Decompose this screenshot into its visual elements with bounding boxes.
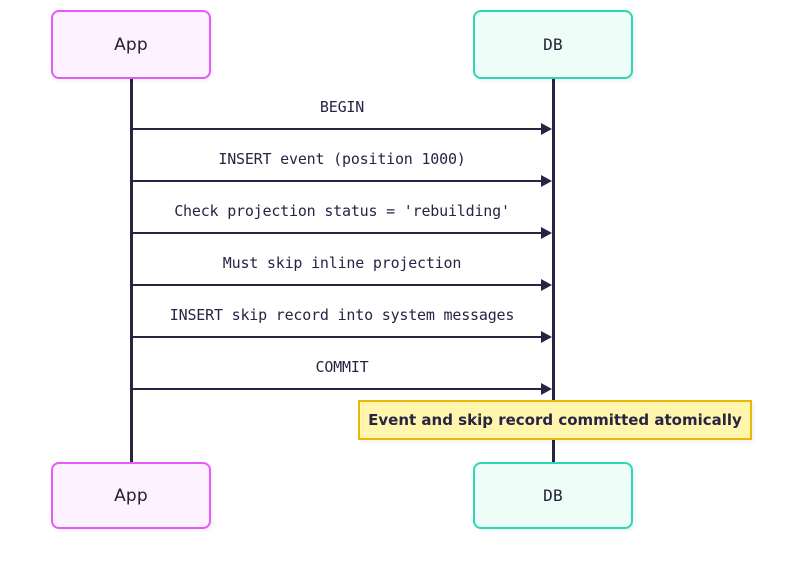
note-committed-atomically[interactable]: Event and skip record committed atomical… bbox=[358, 400, 752, 440]
lifeline-db bbox=[552, 79, 555, 463]
message-4-line bbox=[131, 284, 542, 286]
message-1-label: BEGIN bbox=[319, 98, 365, 116]
lifeline-app bbox=[130, 79, 133, 463]
message-6-line bbox=[131, 388, 542, 390]
message-2-label: INSERT event (position 1000) bbox=[218, 150, 466, 168]
message-1-line bbox=[131, 128, 542, 130]
note-text: Event and skip record committed atomical… bbox=[368, 411, 742, 429]
message-4-arrowhead bbox=[541, 279, 552, 291]
participant-db-bottom-label: DB bbox=[543, 486, 563, 505]
participant-app-bottom[interactable]: App bbox=[51, 462, 211, 529]
message-1-arrowhead bbox=[541, 123, 552, 135]
message-3-line bbox=[131, 232, 542, 234]
message-2-line bbox=[131, 180, 542, 182]
message-2-arrowhead bbox=[541, 175, 552, 187]
participant-db-top[interactable]: DB bbox=[473, 10, 633, 79]
participant-db-top-label: DB bbox=[543, 35, 563, 54]
message-4-label: Must skip inline projection bbox=[222, 254, 462, 272]
participant-db-bottom[interactable]: DB bbox=[473, 462, 633, 529]
message-6-label: COMMIT bbox=[315, 358, 369, 376]
participant-app-top[interactable]: App bbox=[51, 10, 211, 79]
message-5-label: INSERT skip record into system messages bbox=[169, 306, 515, 324]
message-5-line bbox=[131, 336, 542, 338]
message-5-arrowhead bbox=[541, 331, 552, 343]
participant-app-top-label: App bbox=[114, 34, 148, 55]
participant-app-bottom-label: App bbox=[114, 485, 148, 506]
message-6-arrowhead bbox=[541, 383, 552, 395]
message-3-arrowhead bbox=[541, 227, 552, 239]
message-3-label: Check projection status = 'rebuilding' bbox=[174, 202, 510, 220]
